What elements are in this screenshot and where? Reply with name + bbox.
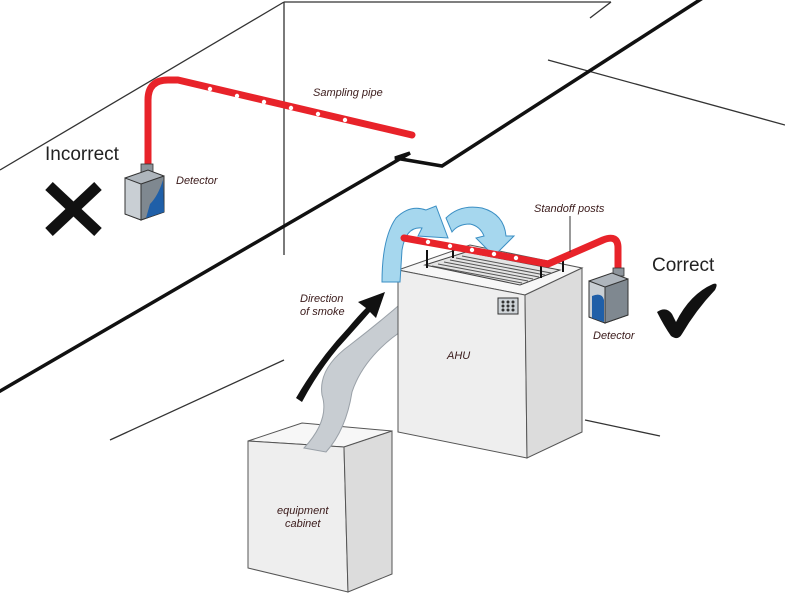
detector-right-label: Detector	[593, 330, 636, 342]
detector-left-label: Detector	[176, 175, 219, 187]
ahu-label: AHU	[446, 350, 470, 362]
cross-icon	[45, 181, 102, 237]
sampling-pipe-label: Sampling pipe	[313, 87, 383, 99]
ahu-control-panel	[497, 297, 519, 315]
sampling-holes-left	[207, 86, 348, 123]
smoke-direction-arrow	[296, 292, 385, 402]
correct-label: Correct	[652, 255, 715, 276]
detector-left	[124, 163, 165, 221]
split-line	[0, 0, 703, 394]
checkmark-icon	[657, 283, 717, 339]
detector-right	[588, 267, 629, 324]
cabinet-label-line1: equipment	[277, 505, 329, 517]
direction-label-line1: Direction	[300, 293, 343, 305]
equipment-cabinet	[247, 422, 393, 593]
sampling-pipe-left	[144, 76, 416, 172]
sampling-holes-right	[425, 239, 519, 261]
airflow-arrow-right	[445, 206, 516, 257]
cabinet-label-line2: cabinet	[285, 518, 321, 530]
sampling-pipe-right	[400, 234, 622, 276]
ahu-unit	[396, 244, 584, 459]
incorrect-label: Incorrect	[45, 144, 120, 165]
direction-label-line2: of smoke	[300, 306, 345, 318]
standoff-posts-label: Standoff posts	[534, 203, 605, 215]
room-walls	[0, 1, 785, 441]
